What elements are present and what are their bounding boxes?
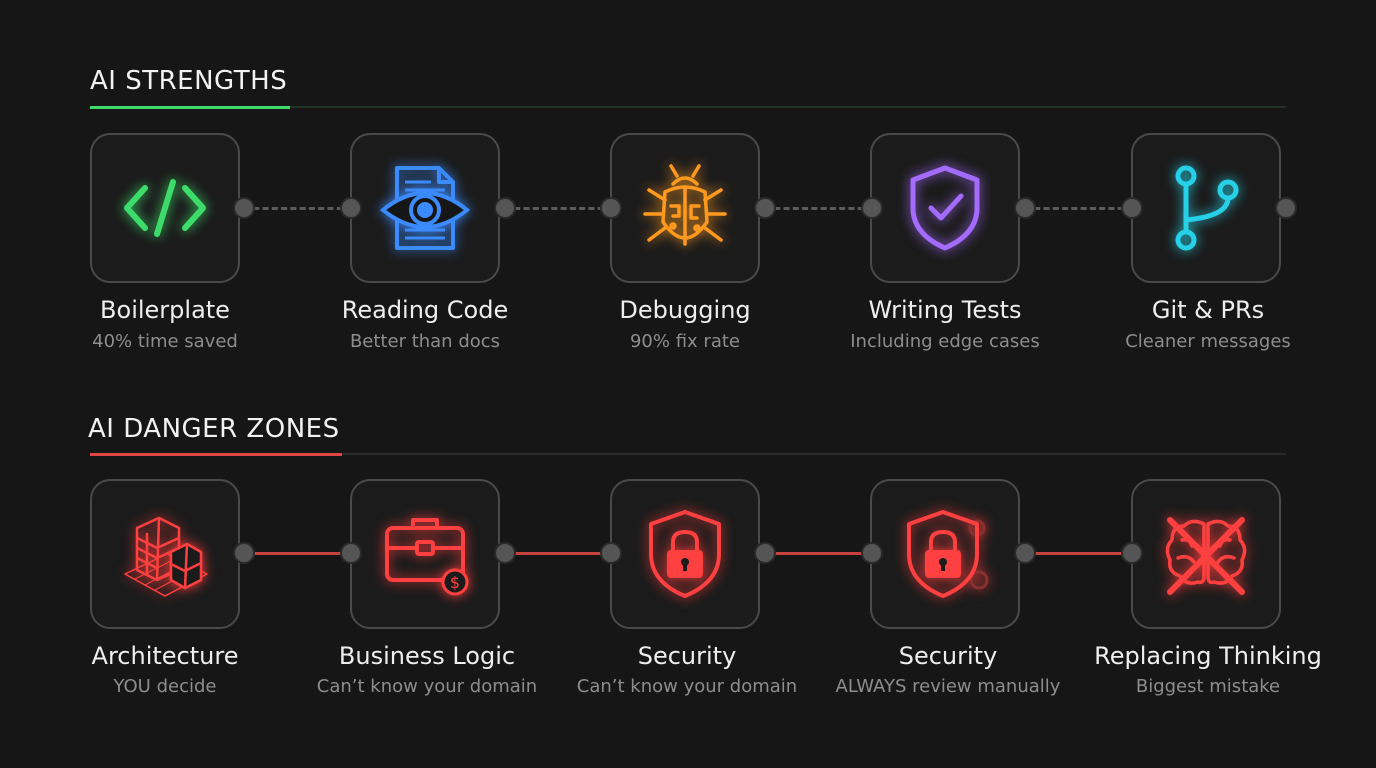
danger-label: Security — [898, 642, 998, 670]
connector-dot — [494, 542, 516, 564]
danger-tile-replacing-thinking — [1131, 479, 1281, 629]
connector-dot — [861, 197, 883, 219]
dangers-connector-1 — [244, 552, 352, 555]
shield-lock-icon — [649, 510, 721, 598]
strength-sub: Cleaner messages — [1125, 331, 1291, 352]
dangers-divider — [90, 453, 1286, 456]
strengths-connector-1 — [244, 207, 352, 210]
strength-label: Git & PRs — [1151, 296, 1265, 324]
connector-dot — [754, 197, 776, 219]
brain-crossed-icon — [1165, 517, 1247, 595]
shield-check-icon — [910, 165, 980, 251]
connector-dot — [1014, 542, 1036, 564]
danger-label: Architecture — [91, 642, 239, 670]
strength-sub: 90% fix rate — [629, 331, 740, 352]
dangers-connector-4 — [1025, 552, 1133, 555]
connector-dot — [340, 197, 362, 219]
connector-dot — [340, 542, 362, 564]
danger-tile-business-logic: $ — [350, 479, 500, 629]
shield-lock-gear-icon — [907, 510, 989, 598]
strengths-title: AI STRENGTHS — [90, 66, 288, 96]
connector-dot — [1014, 197, 1036, 219]
strength-tile-reading-code — [350, 133, 500, 283]
strengths-connector-4 — [1025, 207, 1133, 210]
strengths-connector-3 — [765, 207, 873, 210]
danger-label: Replacing Thinking — [1094, 642, 1322, 670]
danger-sub: Can’t know your domain — [576, 676, 798, 697]
strength-tile-git-prs — [1131, 133, 1281, 283]
document-eye-icon — [379, 166, 471, 250]
strength-sub: Better than docs — [349, 331, 501, 352]
connector-dot — [600, 542, 622, 564]
bug-icon — [643, 164, 727, 246]
strength-sub: 40% time saved — [92, 331, 238, 352]
connector-dot — [233, 197, 255, 219]
dangers-divider-accent — [90, 453, 342, 456]
danger-sub: ALWAYS review manually — [835, 676, 1061, 697]
strength-label: Boilerplate — [100, 296, 230, 324]
strength-label: Writing Tests — [868, 296, 1022, 324]
connector-dot — [1121, 542, 1143, 564]
strength-label: Reading Code — [341, 296, 509, 324]
connector-dot — [1275, 197, 1297, 219]
strengths-divider — [90, 106, 1286, 109]
connector-dot — [233, 542, 255, 564]
connector-dot — [494, 197, 516, 219]
briefcase-dollar-icon: $ — [385, 518, 469, 596]
connector-dot — [600, 197, 622, 219]
danger-tile-security-2 — [870, 479, 1020, 629]
strengths-connector-2 — [505, 207, 613, 210]
dangers-title: AI DANGER ZONES — [88, 414, 340, 444]
strength-label: Debugging — [619, 296, 751, 324]
building-blueprint-icon — [124, 516, 208, 597]
danger-sub: Biggest mistake — [1135, 676, 1281, 697]
danger-label: Security — [637, 642, 737, 670]
danger-sub: Can’t know your domain — [316, 676, 538, 697]
strengths-divider-accent — [90, 106, 290, 109]
strength-tile-debugging — [610, 133, 760, 283]
strength-tile-boilerplate — [90, 133, 240, 283]
connector-dot — [1121, 197, 1143, 219]
dangers-connector-2 — [505, 552, 613, 555]
code-icon — [124, 179, 206, 237]
connector-dot — [754, 542, 776, 564]
svg-text:$: $ — [450, 573, 460, 592]
danger-tile-security-1 — [610, 479, 760, 629]
danger-tile-architecture — [90, 479, 240, 629]
git-branch-icon — [1175, 165, 1239, 251]
danger-sub: YOU decide — [113, 676, 217, 697]
danger-label: Business Logic — [338, 642, 516, 670]
strength-sub: Including edge cases — [850, 331, 1040, 352]
connector-dot — [861, 542, 883, 564]
dangers-connector-3 — [765, 552, 873, 555]
strength-tile-writing-tests — [870, 133, 1020, 283]
